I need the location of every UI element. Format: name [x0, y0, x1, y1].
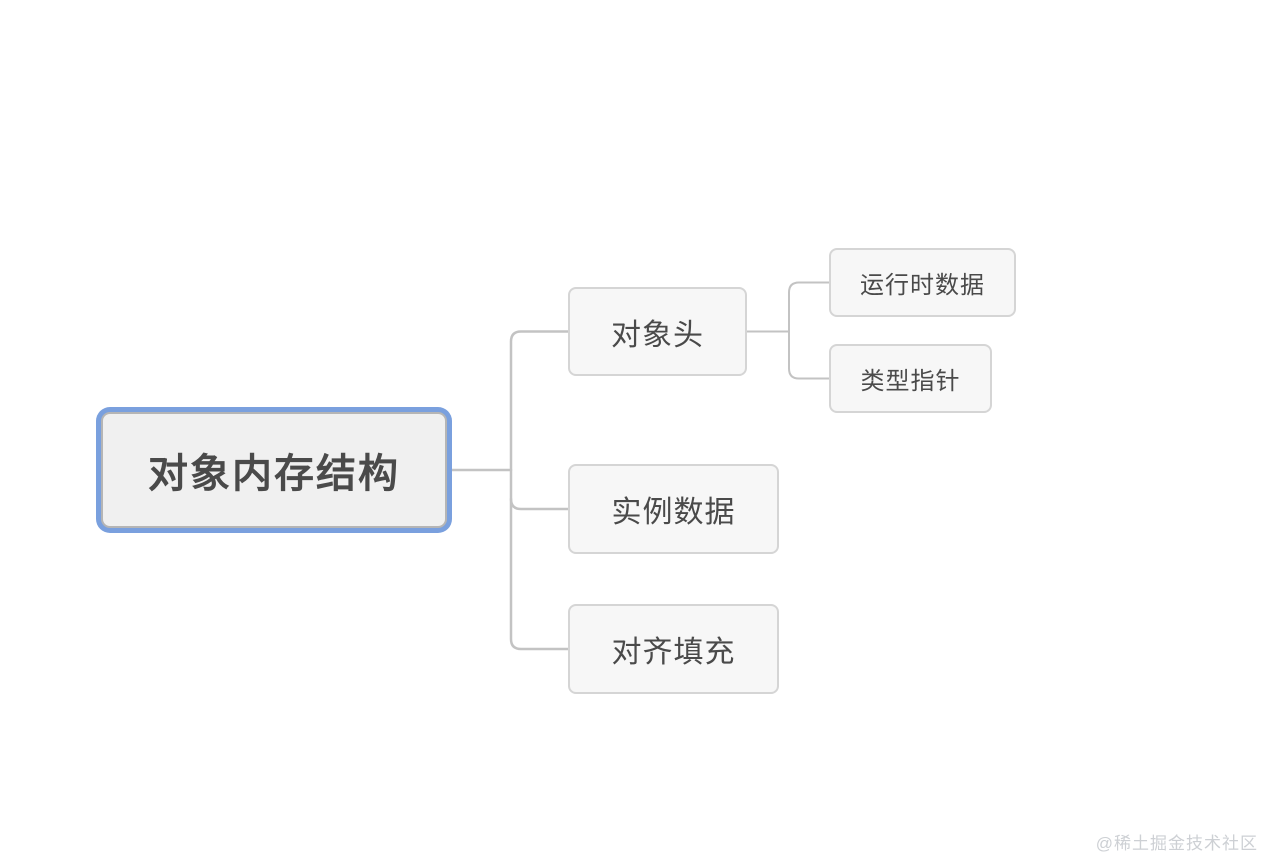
connector-root-trunk — [509, 330, 570, 651]
node-root-label: 对象内存结构 — [148, 452, 400, 496]
node-type-pointer[interactable]: 类型指针 — [829, 344, 992, 413]
node-object-header-label: 对象头 — [611, 318, 704, 352]
node-type-pointer-label: 类型指针 — [860, 368, 961, 395]
connector-instance-branch — [509, 497, 570, 511]
node-alignment-padding[interactable]: 对齐填充 — [568, 604, 779, 694]
watermark: @稀土掘金技术社区 — [1095, 834, 1258, 853]
node-runtime-data-label: 运行时数据 — [860, 272, 985, 299]
node-alignment-padding-label: 对齐填充 — [611, 636, 736, 669]
node-instance-data-label: 实例数据 — [611, 496, 736, 529]
node-runtime-data[interactable]: 运行时数据 — [829, 248, 1016, 317]
node-object-header[interactable]: 对象头 — [568, 287, 747, 376]
node-root[interactable]: 对象内存结构 — [101, 412, 447, 528]
connector-header-trunk — [788, 281, 830, 380]
node-instance-data[interactable]: 实例数据 — [568, 464, 779, 554]
